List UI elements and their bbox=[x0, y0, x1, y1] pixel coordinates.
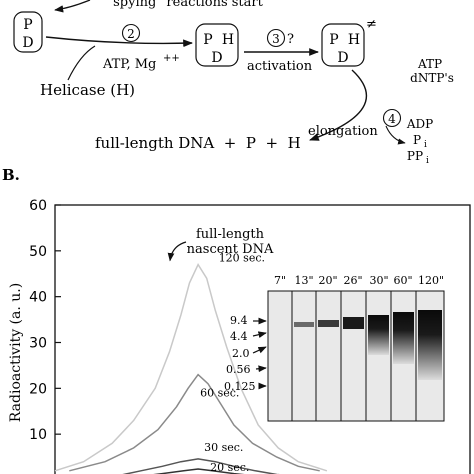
y-tick-label: 30 bbox=[29, 336, 47, 352]
complex-active-p: P bbox=[329, 32, 338, 48]
y-tick-label: 10 bbox=[29, 427, 47, 443]
complex-active-box bbox=[321, 23, 365, 67]
step4-number: 4 bbox=[388, 112, 396, 126]
gel-lane-label-7: 7" bbox=[274, 274, 286, 287]
output-adp: ADP bbox=[406, 117, 433, 131]
complex-phd-box bbox=[195, 23, 239, 67]
step3-question: ? bbox=[287, 32, 294, 47]
reaction-scheme: "spying" reactions start P D 2 ATP, Mg +… bbox=[13, 0, 454, 166]
gel-lane-label-13: 13" bbox=[294, 274, 313, 287]
series-line-120-sec bbox=[54, 263, 328, 472]
gel-marker-9-4: 9.4 bbox=[230, 314, 248, 327]
series-label: 20 sec. bbox=[210, 461, 249, 474]
gel-band-60 bbox=[393, 312, 414, 364]
y-tick-label: 50 bbox=[29, 244, 47, 260]
panel-b-label: B. bbox=[2, 166, 20, 184]
y-tick-label: 60 bbox=[29, 198, 47, 214]
step2-arrow bbox=[45, 36, 193, 48]
annotation-arrow bbox=[167, 241, 187, 262]
gel-band-30 bbox=[368, 315, 389, 355]
gel-lane-label-60: 60" bbox=[393, 274, 412, 287]
output-pi-sub: i bbox=[424, 140, 427, 150]
complex-phd-d: D bbox=[211, 50, 222, 66]
step2-circle bbox=[121, 23, 141, 43]
spying-label: "spying" reactions start bbox=[107, 0, 263, 10]
annotation-full-length: full-length bbox=[196, 227, 265, 242]
spying-arrow bbox=[54, 0, 91, 13]
annotation-nascent-dna: nascent DNA bbox=[187, 242, 274, 257]
gel-lane-label-30: 30" bbox=[369, 274, 388, 287]
gel-band-20 bbox=[318, 320, 339, 327]
gel-inset: 7" 13" 20" 26" 30" 60" 120" 9.4 4.4 2.0 … bbox=[224, 274, 445, 422]
series-line-30-sec bbox=[122, 458, 280, 474]
complex-pd-d: D bbox=[22, 35, 33, 51]
series-line-60-sec bbox=[69, 373, 320, 472]
gel-band-26 bbox=[343, 317, 364, 329]
series-label: 30 sec. bbox=[204, 441, 243, 454]
step4-arrow bbox=[309, 69, 368, 141]
helicase-arrow bbox=[67, 45, 96, 81]
y-axis-label: Radioactivity (a. u.) bbox=[8, 283, 24, 422]
step4-label: elongation bbox=[308, 124, 378, 139]
step3-circle bbox=[266, 28, 286, 48]
step3-label: activation bbox=[247, 59, 313, 74]
gel-marker-2-0: 2.0 bbox=[232, 347, 250, 360]
complex-active-mark: ≠ bbox=[366, 17, 377, 32]
complex-phd-h: H bbox=[222, 32, 234, 48]
gel-lane-label-120: 120" bbox=[418, 274, 444, 287]
gel-marker-arrow bbox=[252, 331, 267, 338]
step2-number: 2 bbox=[127, 27, 135, 41]
output-pi: P bbox=[413, 133, 421, 147]
gel-band-13 bbox=[294, 322, 314, 327]
gel-lane-label-20: 20" bbox=[318, 274, 337, 287]
input-atp: ATP bbox=[417, 57, 442, 71]
gel-background bbox=[267, 290, 445, 422]
input-dntp: dNTP's bbox=[410, 71, 454, 85]
output-ppi: PP bbox=[407, 149, 423, 163]
y-tick-label: 20 bbox=[29, 381, 47, 397]
y-tick-label: 40 bbox=[29, 290, 47, 306]
complex-active-d: D bbox=[337, 50, 348, 66]
gel-marker-4-4: 4.4 bbox=[230, 330, 248, 343]
step3-number: 3 bbox=[272, 32, 280, 46]
complex-phd-p: P bbox=[203, 32, 212, 48]
complex-active-h: H bbox=[348, 32, 360, 48]
gel-marker-arrow bbox=[252, 346, 267, 354]
output-ppi-sub: i bbox=[426, 156, 429, 166]
step4-circle bbox=[382, 108, 402, 128]
output-arrow bbox=[385, 125, 406, 145]
series-label: 60 sec. bbox=[200, 387, 239, 400]
complex-pd-p: P bbox=[23, 17, 32, 33]
gel-marker-0-56: 0.56 bbox=[226, 363, 251, 376]
helicase-label: Helicase (H) bbox=[40, 81, 135, 99]
gel-band-120 bbox=[418, 310, 442, 380]
product-label: full-length DNA + P + H bbox=[95, 134, 301, 152]
gel-marker-arrow bbox=[255, 365, 267, 373]
complex-pd-box bbox=[13, 11, 43, 53]
gel-lane-label-26: 26" bbox=[343, 274, 362, 287]
series-label: 120 sec. bbox=[219, 251, 265, 264]
step2-mg-sup: ++ bbox=[163, 53, 180, 64]
gel-marker-0-125: 0.125 bbox=[224, 380, 256, 393]
step2-label: ATP, Mg bbox=[102, 57, 156, 72]
